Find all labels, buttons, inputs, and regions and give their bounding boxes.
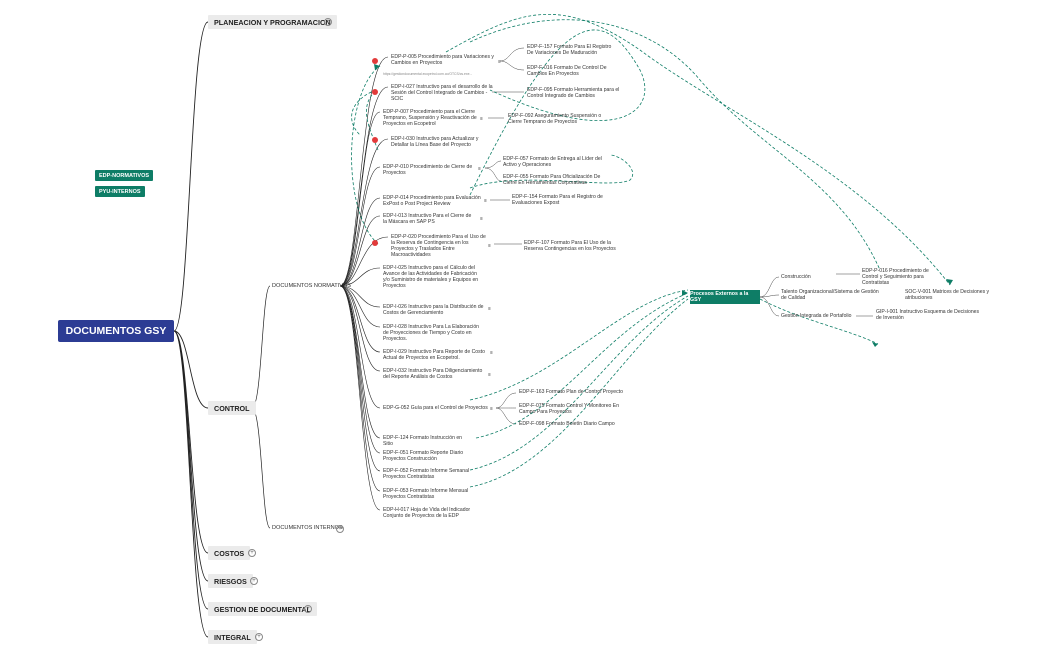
expand-internos-icon[interactable]: + bbox=[336, 525, 344, 533]
document-node[interactable]: EDP-P-005 Procedimiento para Variaciones… bbox=[391, 54, 494, 66]
process-item-portafolio[interactable]: Gestión Integrada de Portafolio bbox=[781, 313, 852, 319]
root-node[interactable]: DOCUMENTOS GSY bbox=[58, 320, 174, 342]
arrow-heads bbox=[374, 64, 953, 347]
document-node[interactable]: EDP-I-026 Instructivo para la Distribuci… bbox=[383, 304, 484, 316]
note-icon[interactable]: ≡ bbox=[490, 350, 493, 355]
document-node[interactable]: EDP-F-124 Formato Instrucción en Sitio bbox=[383, 435, 462, 447]
process-doc-talento[interactable]: SOC-V-001 Matrices de Decisiones y atrib… bbox=[905, 289, 990, 301]
topic-control[interactable]: CONTROL bbox=[208, 401, 256, 415]
format-node[interactable]: EDP-F-016 Formato De Control De Cambios … bbox=[527, 65, 607, 77]
document-node[interactable]: EDP-P-020 Procedimiento Para el Uso de l… bbox=[391, 234, 486, 258]
note-icon[interactable]: ≡ bbox=[488, 372, 491, 377]
document-node[interactable]: EDP-P-007 Procedimiento para el Cierre T… bbox=[383, 109, 477, 127]
document-node[interactable]: EDP-P-010 Procedimiento de Cierre de Pro… bbox=[383, 164, 473, 176]
root-branches bbox=[173, 21, 209, 638]
format-node[interactable]: EDP-F-055 Formato Para Oficialización De… bbox=[503, 174, 601, 186]
document-node[interactable]: EDP-I-030 Instructivo para Actualizar y … bbox=[391, 136, 479, 148]
format-node[interactable]: EDP-F-092 Aseguramiento Suspensión o Cie… bbox=[508, 113, 602, 125]
document-node[interactable]: EDP-I-032 Instructivo Para Diligenciamie… bbox=[383, 368, 483, 380]
expand-gestion-icon[interactable]: + bbox=[304, 605, 312, 613]
document-node[interactable]: EDP-I-013 Instructivo Para el Cierre de … bbox=[383, 213, 472, 225]
subtopic-normativos[interactable]: DOCUMENTOS NORMATIVOS bbox=[272, 283, 352, 289]
document-node[interactable]: EDP-I-025 Instructivo para el Cálculo de… bbox=[383, 265, 479, 289]
process-doc-portafolio[interactable]: GIP-I-001 Instructivo Esquema de Decisio… bbox=[876, 309, 980, 321]
normativos-branches bbox=[339, 56, 389, 511]
format-node[interactable]: EDP-F-075 Formato Control Y Monitoreo En… bbox=[519, 403, 620, 415]
format-node[interactable]: EDP-F-057 Formato de Entrega al Líder de… bbox=[503, 156, 602, 168]
document-node[interactable]: EDP-G-052 Guía para el Control de Proyec… bbox=[383, 405, 488, 411]
document-node[interactable]: EDP-I-029 Instructivo Para Reporte de Co… bbox=[383, 349, 485, 361]
format-node[interactable]: EDP-F-163 Formato Plan de Control Proyec… bbox=[519, 389, 623, 395]
expand-planeacion-icon[interactable]: + bbox=[324, 18, 332, 26]
process-item-construccion[interactable]: Construcción bbox=[781, 274, 811, 280]
format-node[interactable]: EDP-F-098 Formato Boletín Diario Campo bbox=[519, 421, 615, 427]
document-node[interactable]: EDP-F-052 Formato Informe Semanal Proyec… bbox=[383, 468, 470, 480]
marker-icon bbox=[372, 240, 378, 246]
expand-integral-icon[interactable]: + bbox=[255, 633, 263, 641]
format-node[interactable]: EDP-F-095 Formato Herramienta para el Co… bbox=[527, 87, 620, 99]
process-node[interactable]: Procesos Externos a la GSY bbox=[690, 290, 760, 304]
note-icon[interactable]: ≡ bbox=[484, 198, 487, 203]
format-node[interactable]: EDP-F-157 Formato Para El Registro De Va… bbox=[527, 44, 612, 56]
note-icon[interactable]: ≡ bbox=[488, 243, 491, 248]
note-icon[interactable]: ≡ bbox=[498, 59, 501, 64]
expand-costos-icon[interactable]: + bbox=[248, 549, 256, 557]
process-item-talento[interactable]: Talento Organizacional/Sistema de Gestió… bbox=[781, 289, 879, 301]
tag-edp-normativos[interactable]: EDP-NORMATIVOS bbox=[95, 170, 154, 181]
tag-pyu-internos[interactable]: PYU-INTERNOS bbox=[95, 186, 145, 197]
note-icon[interactable]: ≡ bbox=[480, 116, 483, 121]
marker-icon bbox=[372, 89, 378, 95]
document-node[interactable]: EDP-I-027 Instructivo para el desarrollo… bbox=[391, 84, 493, 102]
note-icon[interactable]: ≡ bbox=[490, 406, 493, 411]
cross-links bbox=[351, 13, 951, 488]
note-icon[interactable]: ≡ bbox=[478, 166, 481, 171]
topic-planeacion[interactable]: PLANEACION Y PROGRAMACION bbox=[208, 15, 337, 29]
note-icon[interactable]: ≡ bbox=[488, 306, 491, 311]
topic-riesgos[interactable]: RIESGOS bbox=[208, 574, 253, 588]
document-link[interactable]: https://gestiondocumental.ecopetrol.com.… bbox=[383, 72, 473, 76]
format-node[interactable]: EDP-F-154 Formato Para el Registro de Ev… bbox=[512, 194, 603, 206]
document-node[interactable]: EDP-F-051 Formato Reporte Diario Proyect… bbox=[383, 450, 464, 462]
subtopic-internos[interactable]: DOCUMENTOS INTERNOS bbox=[272, 525, 343, 531]
topic-costos[interactable]: COSTOS bbox=[208, 546, 251, 560]
marker-icon bbox=[372, 58, 378, 64]
format-branches bbox=[484, 47, 525, 425]
format-node[interactable]: EDP-F-107 Formato Para El Uso de la Rese… bbox=[524, 240, 616, 252]
topic-gestion-documental[interactable]: GESTION DE DOCUMENTAL bbox=[208, 602, 317, 616]
document-node[interactable]: EDP-I-028 Instructivo Para La Elaboració… bbox=[383, 324, 479, 342]
document-node[interactable]: EDP-P-014 Procedimiento para Evaluación … bbox=[383, 195, 481, 207]
document-node[interactable]: EDP-F-053 Formato Informe Mensual Proyec… bbox=[383, 488, 469, 500]
process-doc-construccion[interactable]: EDP-P-016 Procedimiento de Control y Seg… bbox=[862, 268, 929, 286]
topic-integral[interactable]: INTEGRAL bbox=[208, 630, 257, 644]
document-node[interactable]: EDP-H-017 Hoja de Vida del Indicador Con… bbox=[383, 507, 471, 519]
expand-riesgos-icon[interactable]: + bbox=[250, 577, 258, 585]
note-icon[interactable]: ≡ bbox=[480, 216, 483, 221]
process-branches bbox=[759, 273, 873, 317]
marker-icon bbox=[372, 137, 378, 143]
